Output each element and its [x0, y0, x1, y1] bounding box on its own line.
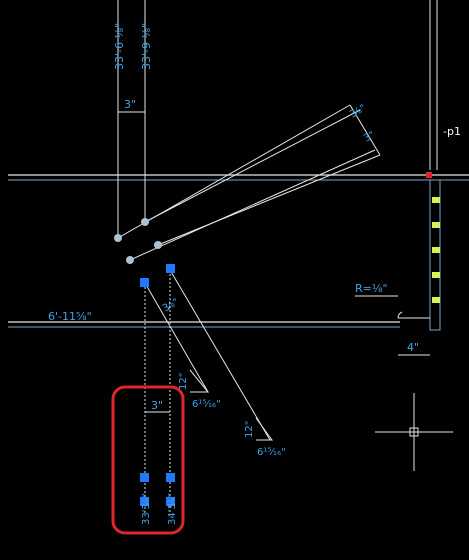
snap-marker: [426, 172, 432, 178]
incline-2[interactable]: [169, 269, 271, 441]
slope-triangle-1: [189, 369, 210, 393]
grip-node[interactable]: [126, 256, 134, 264]
slope-rise-1: 12": [178, 373, 189, 390]
dim-vertical-2: 33'-9 ⅛": [140, 23, 153, 70]
slot-marker: [432, 222, 440, 228]
column-plate[interactable]: [429, 179, 441, 331]
dim-top-gap: 3": [124, 98, 136, 111]
blue-grips[interactable]: [140, 264, 175, 506]
slope-rise-2: 12": [244, 421, 255, 438]
slot-marker: [432, 247, 440, 253]
grip-square[interactable]: [140, 473, 149, 482]
diagonal-2[interactable]: [144, 109, 361, 223]
slot-marker: [432, 297, 440, 303]
dim-mid-gap: 3": [151, 399, 163, 412]
diagonal-4[interactable]: [157, 154, 381, 246]
grip-square[interactable]: [166, 473, 175, 482]
grip-square[interactable]: [140, 497, 149, 506]
dim-mid-diag: 3⁄₈": [161, 297, 181, 315]
grip-square[interactable]: [140, 278, 149, 287]
radius-label: R=⅛": [355, 282, 388, 295]
diagonal-3[interactable]: [129, 149, 376, 261]
tag-top-right: -p1: [443, 125, 461, 138]
dim-diag-1: 3⁄₈": [348, 103, 368, 121]
slope-run-2: 6¹⁵⁄₁₆": [257, 447, 286, 458]
grip-node[interactable]: [114, 234, 122, 242]
node-grips[interactable]: [114, 218, 162, 264]
slope-run-1: 6¹⁵⁄₁₆": [192, 399, 221, 410]
dim-horizontal: 6'-11⅝": [48, 310, 92, 323]
dim-bottom-left: 33'3⁄₈": [141, 493, 152, 525]
slot-marker: [432, 197, 440, 203]
dim-diag-2: 3": [362, 130, 377, 145]
dim-vertical-1: 33'-6 ⅛": [113, 23, 126, 70]
incline-1[interactable]: [144, 282, 209, 393]
grip-node[interactable]: [141, 218, 149, 226]
crosshair-cursor-icon: [375, 393, 453, 471]
grip-square[interactable]: [166, 264, 175, 273]
slope-triangle-2: [255, 417, 273, 441]
dim-right-gap: 4": [407, 341, 419, 354]
highlight-box: [111, 385, 185, 535]
slot-marker: [432, 272, 440, 278]
dim-bottom-right: 34'3⁄₈": [167, 493, 178, 525]
diagonal-end: [349, 104, 381, 156]
radius-arc: [397, 311, 403, 319]
slot-markers: [432, 197, 440, 303]
grip-node[interactable]: [154, 241, 162, 249]
grip-square[interactable]: [166, 497, 175, 506]
